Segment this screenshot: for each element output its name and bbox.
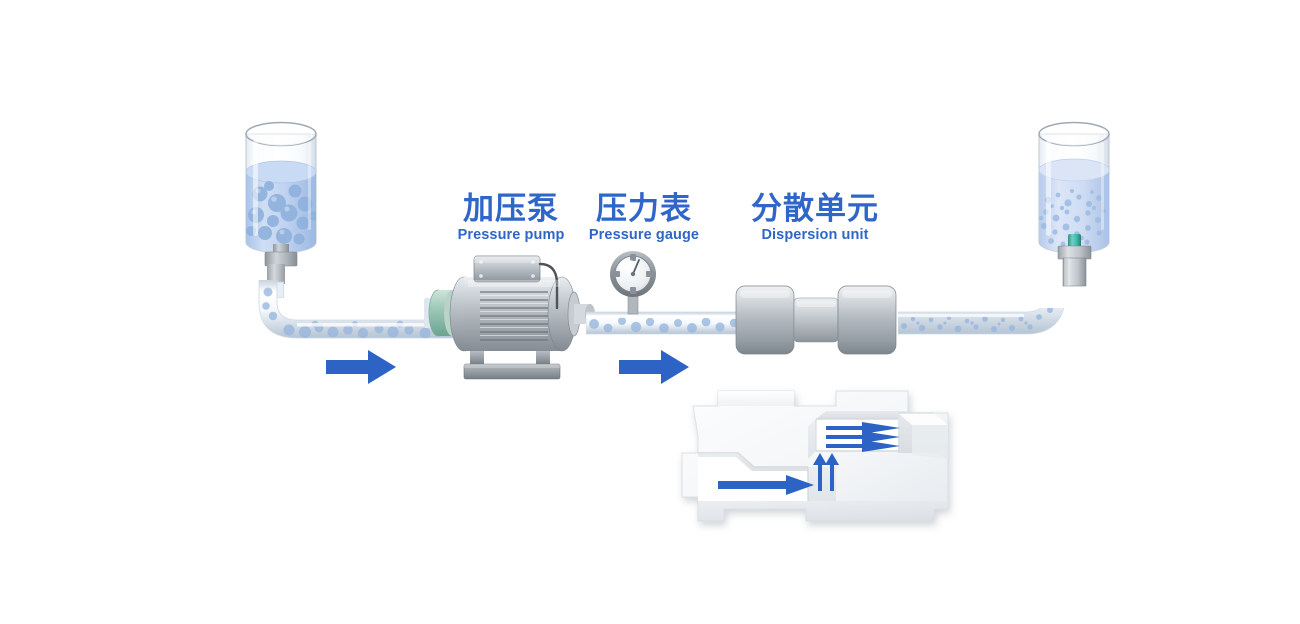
label-dispersion-unit-cn: 分散单元: [751, 191, 879, 226]
label-dispersion-unit-en: Dispersion unit: [761, 226, 869, 243]
dispersion-unit-body: [728, 274, 904, 366]
outlet-pipe: [898, 308, 1068, 352]
cutaway-riser-arrows: [813, 453, 839, 491]
outlet-vessel-fitting: [1046, 234, 1102, 293]
cutaway-outlet-arrows: [826, 422, 900, 452]
cutaway-inlet-arrow: [718, 475, 814, 495]
label-pressure-gauge-cn: 压力表: [596, 191, 692, 226]
label-pressure-gauge-en: Pressure gauge: [588, 226, 700, 243]
pressure-pump-motor: [424, 252, 602, 388]
label-pressure-pump: 加压泵 Pressure pump: [450, 191, 572, 243]
mid-pipe: [586, 308, 746, 340]
pressure-gauge-dial: [605, 248, 661, 316]
label-pressure-pump-en: Pressure pump: [457, 226, 565, 243]
label-dispersion-unit: 分散单元 Dispersion unit: [745, 191, 885, 243]
inlet-vessel: [229, 108, 333, 268]
label-pressure-gauge: 压力表 Pressure gauge: [588, 191, 700, 243]
label-pressure-pump-cn: 加压泵: [463, 191, 559, 226]
dispersion-unit-cutaway: [676, 381, 966, 541]
flow-arrow-outlet: [617, 348, 691, 386]
outlet-vessel: [1022, 108, 1126, 268]
flow-arrow-inlet: [324, 348, 398, 386]
